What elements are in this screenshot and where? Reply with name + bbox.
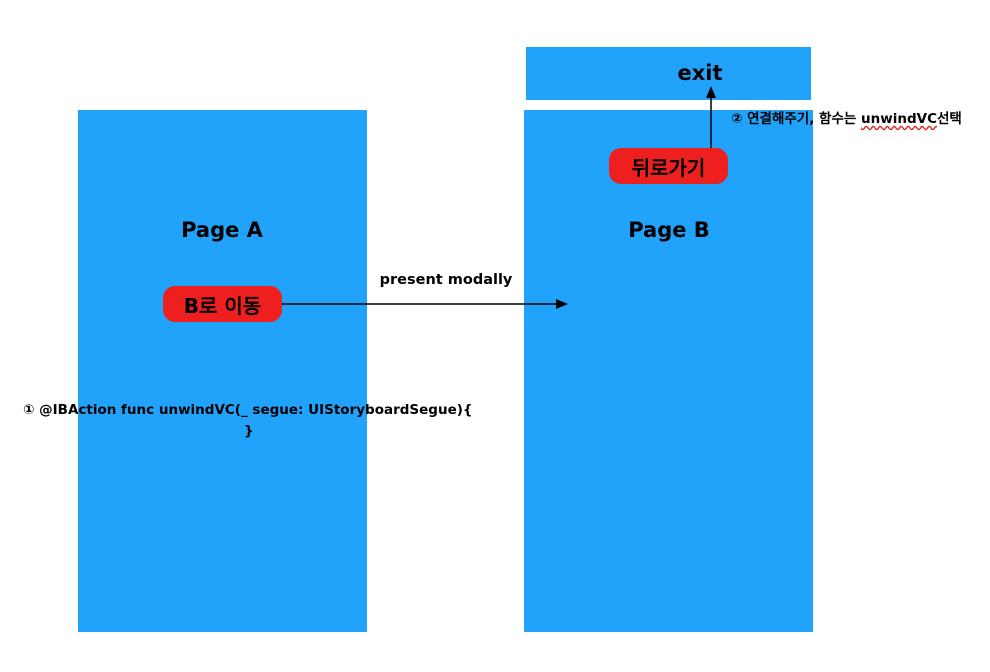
connect-note-prefix: ② 연결해주기, 함수는 [731, 111, 862, 127]
present-modally-arrow-head [556, 299, 568, 309]
connect-note: ② 연결해주기, 함수는 unwindVC선택 [731, 107, 962, 127]
page-b-panel [524, 110, 813, 632]
code-line-1: ① @IBAction func unwindVC(_ segue: UISto… [23, 402, 473, 418]
page-b-title: Page B [628, 218, 710, 242]
connect-note-function: unwindVC [861, 111, 937, 127]
exit-arrow-head [706, 86, 716, 98]
code-line-2: } [244, 423, 254, 439]
segue-label: present modally [379, 272, 513, 288]
back-button[interactable]: 뒤로가기 [609, 148, 728, 184]
exit-label: exit [677, 61, 723, 85]
go-to-b-button-label: B로 이동 [183, 293, 262, 318]
connect-note-suffix: 선택 [936, 111, 962, 127]
go-to-b-button[interactable]: B로 이동 [163, 286, 282, 322]
back-button-label: 뒤로가기 [631, 155, 706, 180]
page-a-title: Page A [181, 218, 263, 242]
page-a-panel [78, 110, 367, 632]
exit-panel [526, 47, 811, 100]
